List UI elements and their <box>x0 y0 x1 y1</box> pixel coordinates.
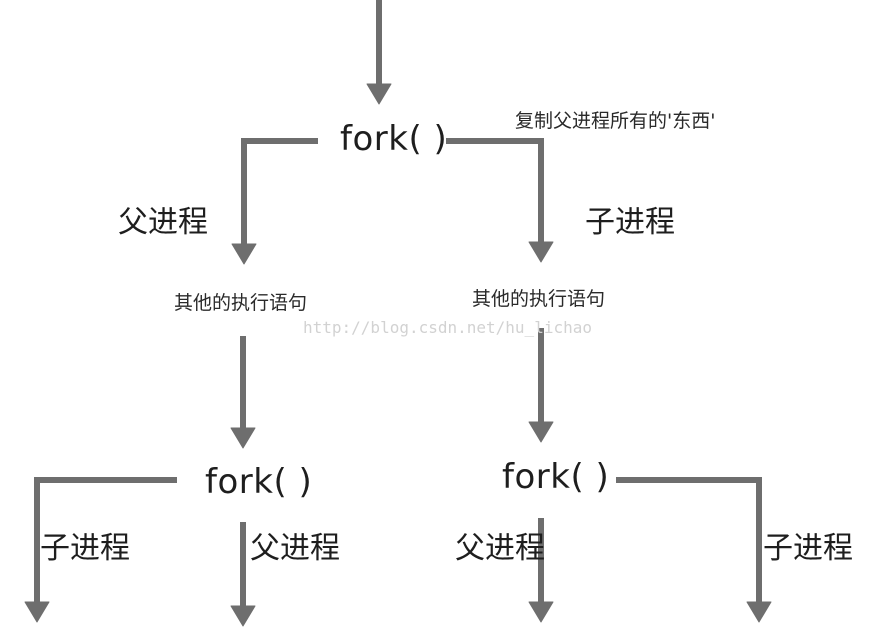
stmt-right-label: 其他的执行语句 <box>472 288 606 310</box>
arrow-parent-top <box>231 138 318 265</box>
arrow-right-fork-child <box>616 477 772 623</box>
parent-top-label: 父进程 <box>118 205 208 240</box>
arrow-stmt-left-down <box>230 336 256 449</box>
arrow-right-fork-parent <box>528 518 554 623</box>
left-left-child-label: 子进程 <box>40 531 130 566</box>
watermark-url: http://blog.csdn.net/hu_lichao <box>303 318 592 337</box>
arrow-child-top <box>446 138 554 263</box>
fork-left-label: fork( ) <box>205 462 313 502</box>
stmt-left-label: 其他的执行语句 <box>174 292 308 314</box>
arrow-entry <box>366 0 392 105</box>
copy-note-label: 复制父进程所有的'东西' <box>515 110 716 132</box>
child-top-label: 子进程 <box>585 205 675 240</box>
arrow-left-fork-parent <box>230 522 256 627</box>
right-right-child-label: 子进程 <box>763 531 853 566</box>
right-left-parent-label: 父进程 <box>455 531 545 566</box>
arrow-left-fork-child <box>24 477 177 623</box>
left-right-parent-label: 父进程 <box>250 531 340 566</box>
fork-right-label: fork( ) <box>502 457 610 497</box>
arrow-stmt-right-down <box>528 328 554 443</box>
fork-top-label: fork( ) <box>340 119 448 159</box>
